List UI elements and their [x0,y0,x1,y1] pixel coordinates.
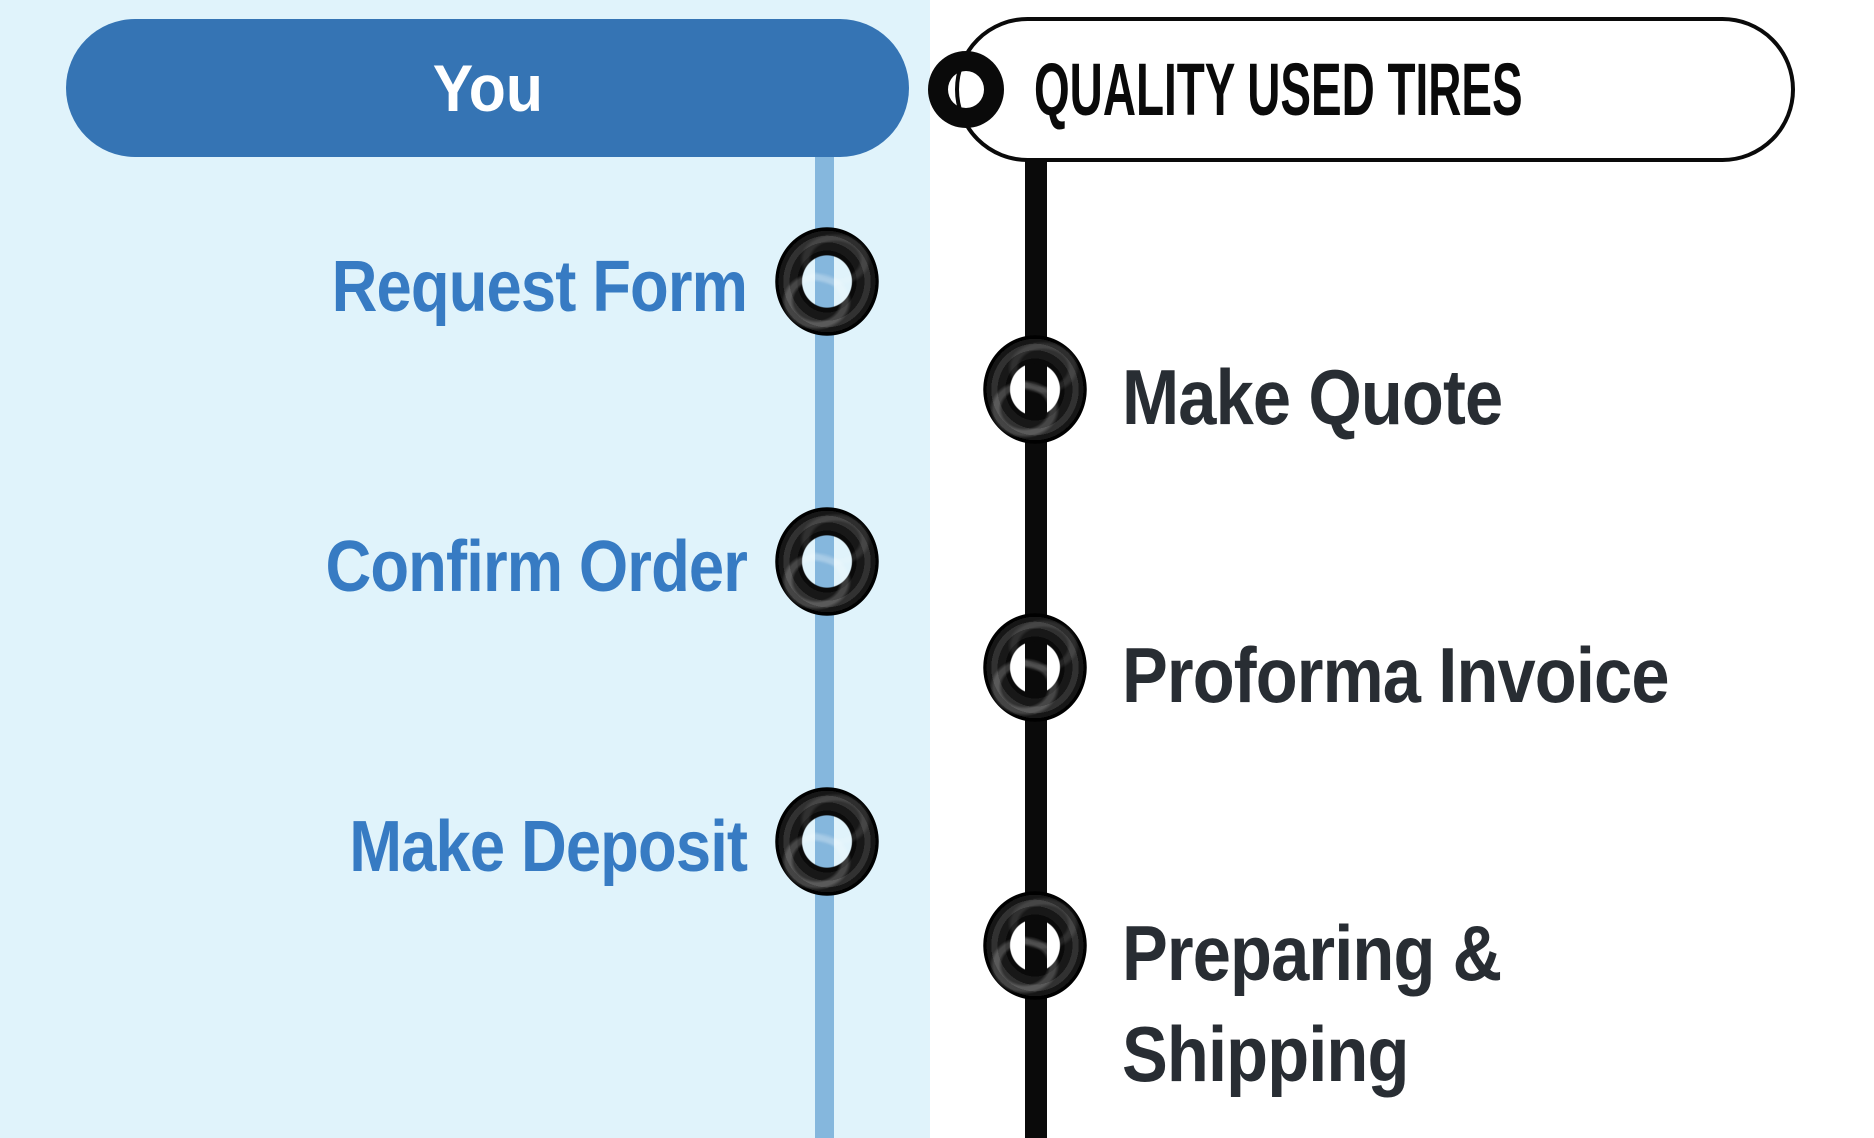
customer-header-label: You [432,51,543,125]
step-label-proforma-invoice: Proforma Invoice [1122,631,1670,719]
customer-header-pill: You [66,19,909,157]
tire-marker-preparing-shipping [983,891,1087,1000]
tire-marker-make-quote [983,335,1087,444]
tire-marker-confirm-order [775,507,879,616]
tire-marker-proforma-invoice [983,613,1087,722]
step-label-make-quote: Make Quote [1122,353,1503,441]
company-header-pill: QUALITY USED TIRES [927,17,1795,162]
step-label-request-form: Request Form [331,247,748,327]
step-label-preparing-shipping: Preparing & Shipping [1122,909,1502,1099]
tire-marker-request-form [775,227,879,336]
tire-marker-make-deposit [775,787,879,896]
step-label-make-deposit: Make Deposit [349,807,748,887]
tire-ring-icon [927,51,1004,128]
step-label-confirm-order: Confirm Order [325,527,747,607]
company-header-label: QUALITY USED TIRES [1033,47,1523,131]
